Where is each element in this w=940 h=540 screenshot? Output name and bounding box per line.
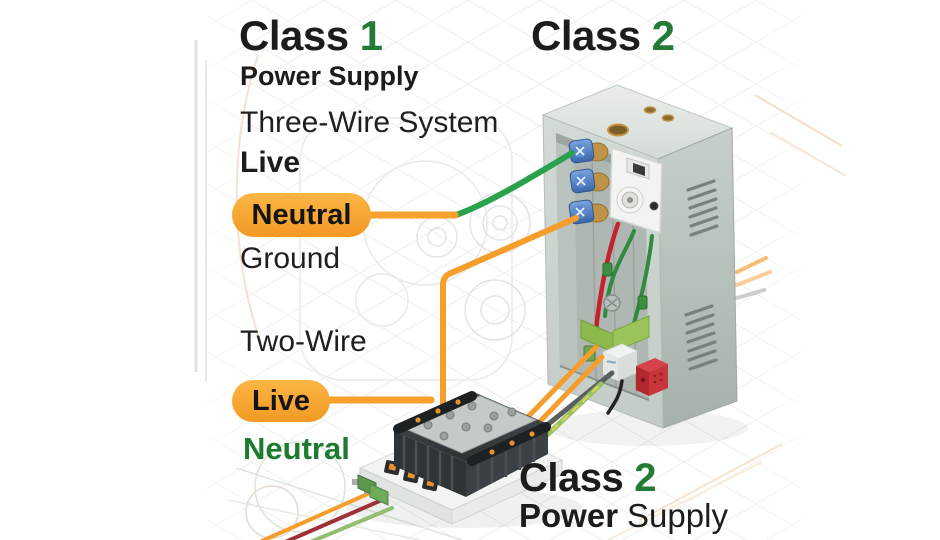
- right-wire-stubs: [735, 256, 772, 300]
- class1-word: Class: [239, 12, 349, 59]
- neutral-green-wire: [453, 150, 575, 218]
- class2-bottom-word: Class: [519, 456, 624, 500]
- class2-enclosure: [541, 84, 738, 429]
- class2-bottom-number: 2: [634, 456, 656, 500]
- terminal-2: [569, 168, 610, 194]
- mounting-screw: [603, 294, 621, 312]
- live-label-three-wire: Live: [240, 146, 301, 179]
- enclosure-left-inner-wall: [556, 133, 578, 373]
- exit-red-wire: [284, 498, 384, 540]
- heatsink-front-left: [394, 431, 466, 497]
- red-module: [636, 358, 668, 396]
- white-module: [601, 343, 639, 381]
- terminal-1: [568, 138, 609, 164]
- two-wire-label: Two-Wire: [240, 325, 367, 358]
- green-terminal-block-2: [612, 315, 650, 353]
- bundle-orange-1: [517, 344, 599, 428]
- terminal-screws: [423, 401, 517, 441]
- inline-connector-2: [637, 295, 648, 310]
- power-word: Power: [519, 497, 619, 534]
- enclosure-right-face: [657, 127, 738, 429]
- neutral-label-two-wire: Neutral: [243, 431, 350, 466]
- live-callout-pill: Live: [232, 380, 330, 422]
- vent-slats-upper: [686, 179, 719, 237]
- enclosure-shadow: [548, 410, 748, 446]
- module-green-connectors: [352, 474, 389, 506]
- class2-top-word: Class: [531, 12, 641, 59]
- panel-with-switch: [609, 146, 663, 235]
- live-callout-text: Live: [251, 384, 311, 417]
- live-orange-wire: [440, 215, 579, 415]
- class1-number: 1: [359, 12, 383, 59]
- neutral-callout-pill: Neutral: [232, 193, 371, 237]
- heatsink-fins: [402, 433, 536, 490]
- class1-subtitle: Power Supply: [240, 61, 419, 91]
- neutral-callout-text: Neutral: [251, 198, 352, 231]
- supply-word: Supply: [627, 497, 728, 534]
- module-exit-wires: [260, 490, 394, 540]
- jack-socket: [649, 201, 659, 211]
- exit-orange-wire: [260, 490, 374, 540]
- exit-green-wire: [310, 506, 394, 540]
- top-face-holes: [607, 106, 675, 137]
- ground-label: Ground: [240, 242, 341, 275]
- black-wire: [606, 379, 624, 415]
- three-wire-system-label: Three-Wire System: [240, 106, 499, 139]
- class2-top-number: 2: [651, 12, 675, 59]
- cable-gland-terminals: [568, 138, 610, 225]
- tray-side-right: [451, 459, 563, 525]
- vent-slats-lower: [684, 304, 718, 371]
- inline-connector-1: [602, 262, 613, 277]
- internal-green-wire-2: [630, 234, 654, 332]
- class1-psu-module: [352, 391, 564, 525]
